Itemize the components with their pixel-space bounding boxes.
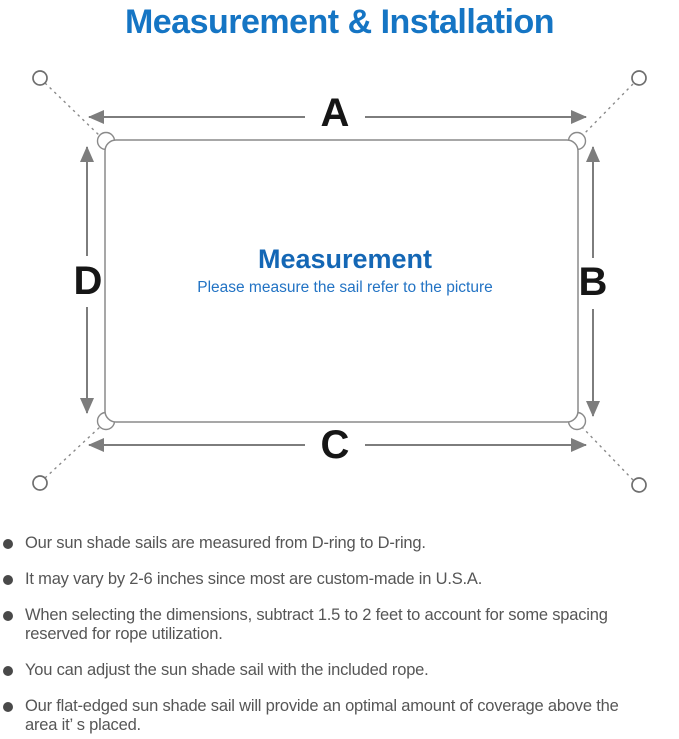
note-item: It may vary by 2-6 inches since most are… bbox=[0, 570, 674, 589]
bullet-dot-icon bbox=[3, 701, 13, 712]
note-item: You can adjust the sun shade sail with t… bbox=[0, 661, 674, 680]
rope-dashed-top-left bbox=[44, 82, 102, 138]
measurement-subtitle: Please measure the sail refer to the pic… bbox=[197, 279, 493, 296]
anchor-point-top-right-icon bbox=[631, 70, 647, 86]
bullet-dot-icon bbox=[3, 574, 13, 585]
sail-measurement-diagram: A B C D Measurement Please measure the s… bbox=[0, 60, 679, 522]
note-item: Our flat-edged sun shade sail will provi… bbox=[0, 697, 674, 735]
measurement-heading: Measurement bbox=[257, 244, 433, 274]
measurement-callout: Measurement Please measure the sail refe… bbox=[145, 242, 545, 298]
dimension-label-d: D bbox=[73, 259, 103, 303]
bullet-dot-icon bbox=[3, 538, 13, 549]
bullet-dot-icon bbox=[3, 665, 13, 676]
notes-list: Our sun shade sails are measured from D-… bbox=[0, 534, 674, 739]
anchor-point-bottom-right-icon bbox=[631, 477, 647, 493]
anchor-point-top-left-icon bbox=[32, 70, 48, 86]
sail-rectangle bbox=[104, 139, 579, 423]
note-text: You can adjust the sun shade sail with t… bbox=[25, 661, 429, 679]
dimension-label-a: A bbox=[320, 91, 350, 135]
rope-dashed-bottom-right bbox=[580, 425, 634, 481]
anchor-point-bottom-left-icon bbox=[32, 475, 48, 491]
rope-dashed-bottom-left bbox=[44, 425, 102, 479]
note-text: It may vary by 2-6 inches since most are… bbox=[25, 570, 483, 588]
dimension-label-b: B bbox=[578, 260, 608, 304]
note-text: When selecting the dimensions, subtract … bbox=[25, 606, 608, 643]
bullet-dot-icon bbox=[3, 610, 13, 621]
rope-dashed-top-right bbox=[580, 83, 634, 138]
note-text: Our sun shade sails are measured from D-… bbox=[25, 534, 426, 552]
sail-diagram-svg bbox=[32, 70, 647, 493]
note-item: When selecting the dimensions, subtract … bbox=[0, 606, 674, 644]
note-text: Our flat-edged sun shade sail will provi… bbox=[25, 697, 619, 734]
dimension-label-c: C bbox=[320, 423, 350, 467]
note-item: Our sun shade sails are measured from D-… bbox=[0, 534, 674, 553]
page-title: Measurement & Installation bbox=[124, 3, 555, 41]
